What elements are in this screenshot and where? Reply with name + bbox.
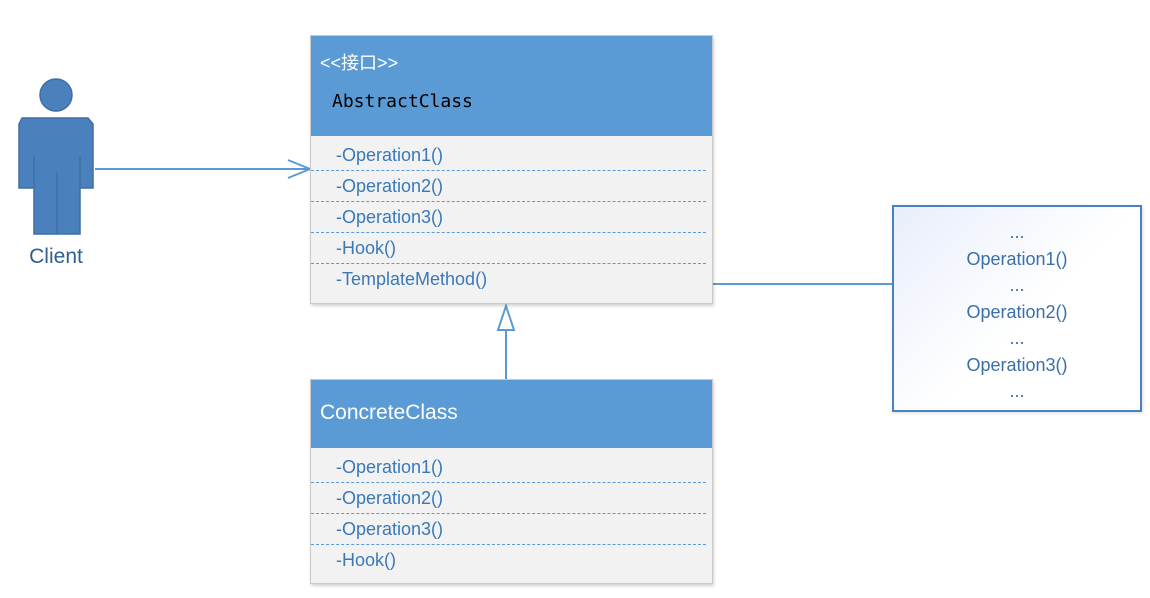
operation-item: -Operation1() [311,452,706,483]
operation-item: -Operation2() [311,483,706,514]
operation-item: -Operation3() [311,202,706,233]
association-arrowhead [287,159,313,179]
client-actor [0,78,110,278]
person-icon [18,78,94,235]
operation-item: -Operation1() [311,140,706,171]
abstract-class-name: AbstractClass [332,91,473,112]
concrete-class-operations: -Operation1() -Operation2() -Operation3(… [311,448,712,576]
note-line: Operation2() [966,301,1068,322]
note-line: ... [1009,275,1025,295]
note-line: ... [1009,381,1025,401]
operation-item: -Hook() [336,550,397,570]
concrete-class-header: ConcreteClass [311,380,712,448]
stereotype-label: <<接口>> [320,53,399,73]
note-line: Operation1() [966,248,1068,269]
client-label: Client [29,245,83,268]
concrete-class-box: ConcreteClass -Operation1() -Operation2(… [310,379,713,584]
concrete-class-name: ConcreteClass [320,401,458,424]
abstract-class-header: <<接口>> AbstractClass [311,36,712,136]
operation-item: -Operation3() [311,514,706,545]
note-line: ... [1009,222,1025,242]
note-line: ... [1009,328,1025,348]
abstract-class-box: <<接口>> AbstractClass -Operation1() -Oper… [310,35,713,304]
operation-item: -Operation2() [311,171,706,202]
note-line: Operation3() [966,354,1068,375]
template-method-note: ... Operation1() ... Operation2() ... Op… [892,205,1142,412]
note-lines: ... Operation1() ... Operation2() ... Op… [894,219,1140,405]
abstract-class-operations: -Operation1() -Operation2() -Operation3(… [311,136,712,295]
inheritance-triangle [496,302,516,331]
operation-item: -TemplateMethod() [336,269,488,289]
operation-item: -Hook() [311,233,706,264]
